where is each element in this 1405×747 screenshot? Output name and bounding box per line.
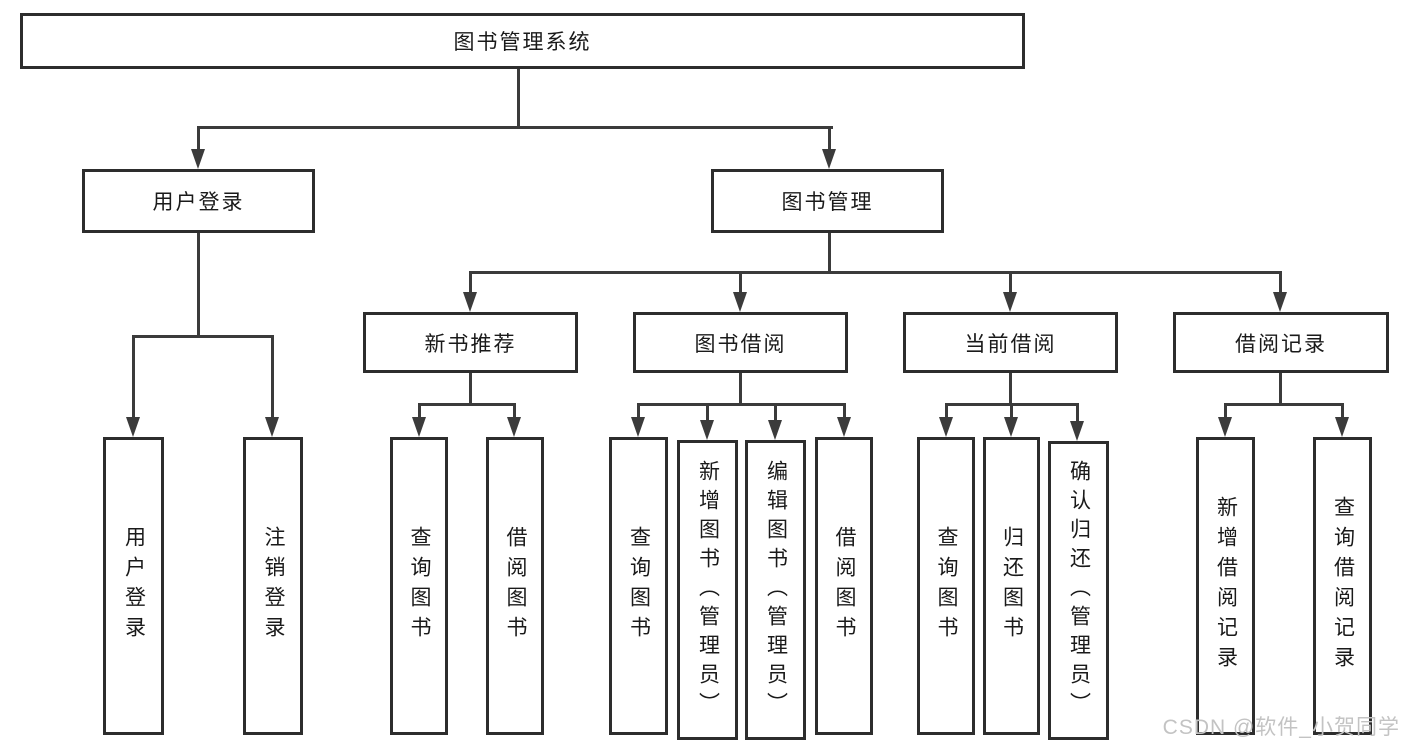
connector-level3-drop-1 [469,271,472,294]
leaf-user-login: 用户登录 [103,437,164,735]
arrowhead-down-icon [412,417,426,437]
connector-userlogin-drop-2 [271,335,274,419]
leaf-bb-add-book-admin: 新增图书（管理员） [677,440,738,740]
node-new-book-recommendation: 新书推荐 [363,312,578,373]
arrowhead-down-icon [507,417,521,437]
arrowhead-down-icon [1003,292,1017,312]
connector-level3-drop-4 [1279,271,1282,294]
connector-level3-drop-2 [739,271,742,294]
connector-root-stem [517,69,520,126]
leaf-bb-edit-book-admin: 编辑图书（管理员） [745,440,806,740]
connector-br-stem [1279,373,1282,406]
connector-bb-bracket [637,403,846,406]
leaf-cb-return-books: 归还图书 [983,437,1040,735]
connector-nbr-stem [469,373,472,406]
connector-level3-drop-3 [1009,271,1012,294]
connector-bookmgmt-stem [828,233,831,273]
connector-cb-drop-2 [1010,403,1013,419]
node-borrowing-records: 借阅记录 [1173,312,1389,373]
connector-level2-drop-right [828,126,831,152]
arrowhead-down-icon [733,292,747,312]
connector-userlogin-stem [197,233,200,335]
arrowhead-down-icon [1273,292,1287,312]
connector-cb-drop-1 [945,403,948,419]
arrowhead-down-icon [768,420,782,440]
connector-bb-stem [739,373,742,406]
arrowhead-down-icon [1335,417,1349,437]
node-current-borrowing: 当前借阅 [903,312,1118,373]
connector-br-bracket [1224,403,1344,406]
csdn-watermark: CSDN @软件_小贺同学 [1162,716,1400,739]
node-user-login: 用户登录 [82,169,315,233]
connector-userlogin-drop-1 [132,335,135,419]
leaf-nbr-borrow-books: 借阅图书 [486,437,544,735]
leaf-logout: 注销登录 [243,437,303,735]
connector-br-drop-1 [1224,403,1227,419]
connector-nbr-drop-2 [513,403,516,419]
leaf-cb-confirm-return-admin: 确认归还（管理员） [1048,441,1109,740]
connector-nbr-bracket [418,403,516,406]
connector-nbr-drop-1 [418,403,421,419]
arrowhead-down-icon [1004,417,1018,437]
node-book-borrowing: 图书借阅 [633,312,848,373]
arrowhead-down-icon [191,149,205,169]
connector-bb-drop-2 [706,403,709,422]
arrowhead-down-icon [631,417,645,437]
arrowhead-down-icon [1070,421,1084,441]
node-book-management: 图书管理 [711,169,944,233]
connector-cb-stem [1009,373,1012,406]
arrowhead-down-icon [939,417,953,437]
connector-bb-drop-4 [843,403,846,419]
leaf-br-add-record: 新增借阅记录 [1196,437,1255,735]
arrowhead-down-icon [265,417,279,437]
arrowhead-down-icon [700,420,714,440]
arrowhead-down-icon [463,292,477,312]
leaf-nbr-query-books: 查询图书 [390,437,448,735]
connector-br-drop-2 [1341,403,1344,419]
leaf-bb-query-books: 查询图书 [609,437,668,735]
arrowhead-down-icon [822,149,836,169]
connector-bb-drop-3 [774,403,777,422]
connector-level2-drop-left [197,126,200,152]
leaf-cb-query-books: 查询图书 [917,437,975,735]
connector-level2-bracket [197,126,833,129]
connector-cb-drop-3 [1076,403,1079,423]
connector-level3-bracket [469,271,1282,274]
arrowhead-down-icon [1218,417,1232,437]
arrowhead-down-icon [126,417,140,437]
arrowhead-down-icon [837,417,851,437]
leaf-br-query-record: 查询借阅记录 [1313,437,1372,735]
connector-bb-drop-1 [637,403,640,419]
leaf-bb-borrow-books: 借阅图书 [815,437,873,735]
connector-userlogin-bracket [132,335,274,338]
node-library-management-system: 图书管理系统 [20,13,1025,69]
